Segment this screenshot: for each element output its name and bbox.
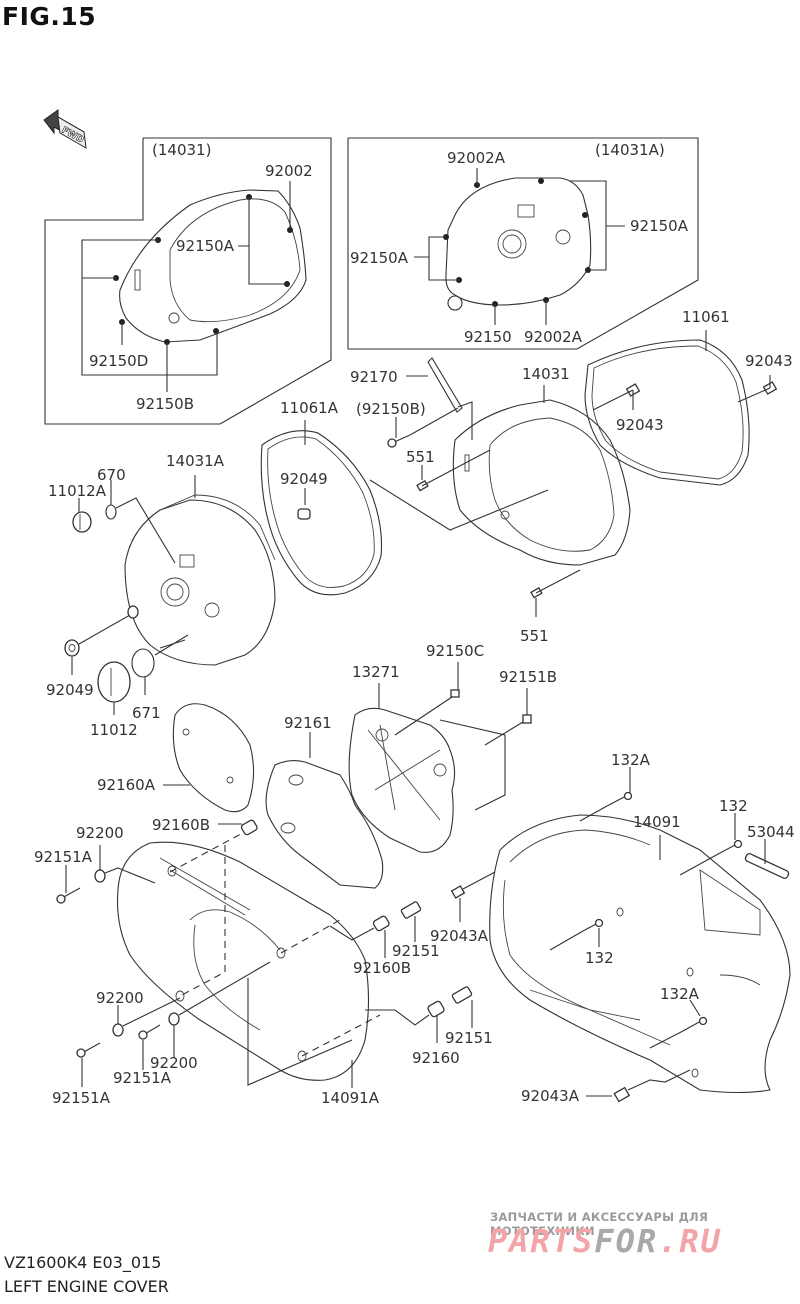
inset-right-title: (14031A) [595,141,665,159]
label-92049-gasket: 92049 [280,470,328,488]
label-92150: 92150 [464,328,512,346]
label-14091A: 14091A [321,1089,380,1107]
label-53044: 53044 [747,823,795,841]
label-92160B-mid: 92160B [353,959,411,977]
label-92150A-left-inset: 92150A [176,237,235,255]
label-92043A-bottom: 92043A [521,1087,580,1105]
figure-title: FIG.15 [2,2,97,31]
model-code: VZ1600K4 E03_015 [4,1253,162,1272]
label-92151A-low: 92151A [52,1089,111,1107]
label-14091: 14091 [633,813,681,831]
watermark-logo: PARTSFOR.RU [488,1222,722,1260]
label-92200-mid: 92200 [96,989,144,1007]
label-92049-left: 92049 [46,681,94,699]
label-92150A-right: 92150A [630,217,689,235]
label-92150B-ref: (92150B) [356,400,426,418]
label-11012: 11012 [90,721,138,739]
label-92151-low: 92151 [445,1029,493,1047]
clutch-cover-group: 92170 (92150B) 551 14031 11061 92043 920… [350,308,793,645]
watermark-logo-parts: PARTS [488,1222,595,1260]
label-14031A: 14031A [166,452,225,470]
inset-14031: (14031) 92002 92150A 92150D 92150B [44,137,332,425]
label-92151-mid: 92151 [392,942,440,960]
label-13271: 13271 [352,663,400,681]
label-11012A: 11012A [48,482,107,500]
label-132-mid: 132 [585,949,614,967]
inner-plates-group: 13271 92150C 92151B 92161 92160A [97,642,557,889]
inset-14031A: (14031A) 92002A 92150A 92150A 92150 9200… [347,137,699,350]
label-132A-top: 132A [611,751,651,769]
watermark-tagline: ЗАПЧАСТИ И АКСЕССУАРЫ ДЛЯ МОТОТЕХНИКИ [490,1210,709,1238]
label-92150B: 92150B [136,395,194,413]
label-92150D: 92150D [89,352,148,370]
section-title: LEFT ENGINE COVER [4,1277,169,1296]
label-92043-inner: 92043 [616,416,664,434]
label-11061: 11061 [682,308,730,326]
fwd-arrow-icon: FWD [43,109,87,149]
label-92200-top: 92200 [76,824,124,842]
label-92002A-bottom: 92002A [524,328,583,346]
label-92161: 92161 [284,714,332,732]
label-92151A-mid: 92151A [113,1069,172,1087]
watermark-logo-for: FOR [594,1222,659,1260]
label-92151B: 92151B [499,668,557,686]
inner-cover-14091-group: 132A 132 14091 53044 132 132A 92043A [489,751,795,1105]
label-132A-bottom: 132A [660,985,700,1003]
label-92160B-top: 92160B [152,816,210,834]
label-92160: 92160 [412,1049,460,1067]
inset-left-title: (14031) [152,141,211,159]
label-92002A-top: 92002A [447,149,506,167]
label-92160A: 92160A [97,776,156,794]
label-551-top: 551 [406,448,435,466]
outer-cover-14091A-group: 92200 92151A 92160B 92200 92200 92151A 9… [34,816,496,1107]
label-92043-right: 92043 [745,352,793,370]
label-92043A-mid: 92043A [430,927,489,945]
label-92002: 92002 [265,162,313,180]
label-132-top: 132 [719,797,748,815]
label-92170: 92170 [350,368,398,386]
label-92150C: 92150C [426,642,484,660]
label-551-bottom: 551 [520,627,549,645]
label-92200-low: 92200 [150,1054,198,1072]
label-92151A-top: 92151A [34,848,93,866]
label-92150A-left: 92150A [350,249,409,267]
watermark-logo-ru: .RU [658,1222,722,1260]
label-670: 670 [97,466,126,484]
label-11061A: 11061A [280,399,339,417]
label-671: 671 [132,704,161,722]
label-14031: 14031 [522,365,570,383]
generator-cover-group: 14031A 670 11012A 92049 11012 671 11061A… [46,399,383,739]
